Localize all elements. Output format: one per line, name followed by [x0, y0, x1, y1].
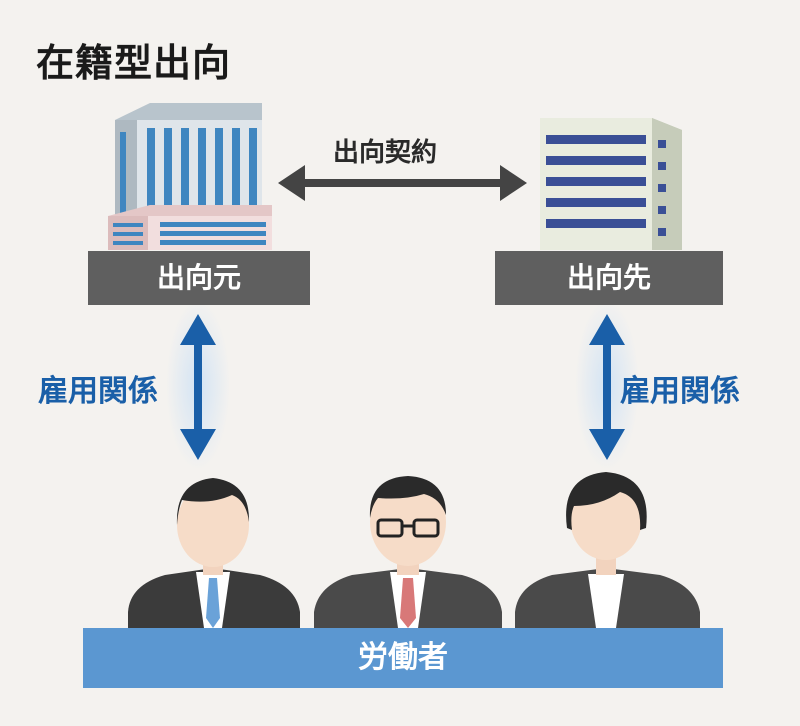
left-employment-arrow	[166, 300, 230, 470]
workers-label: 労働者	[358, 640, 448, 675]
source-company-box: 出向元	[88, 251, 310, 305]
worker-woman-icon	[515, 472, 700, 628]
source-building-icon	[108, 103, 272, 250]
worker-man-blue-tie-icon	[128, 478, 300, 628]
destination-company-label: 出向先	[566, 261, 651, 294]
contract-label: 出向契約	[333, 138, 438, 168]
workers-bar: 労働者	[83, 628, 723, 688]
worker-man-glasses-icon	[314, 476, 502, 628]
right-employment-arrow	[575, 300, 639, 470]
page-title: 在籍型出向	[36, 41, 232, 85]
destination-company-box: 出向先	[495, 251, 723, 305]
employment-label-left: 雇用関係	[38, 374, 158, 409]
source-company-label: 出向元	[156, 261, 241, 294]
contract-arrow	[278, 165, 527, 201]
employment-label-right: 雇用関係	[620, 374, 740, 409]
destination-building-icon	[540, 118, 682, 250]
